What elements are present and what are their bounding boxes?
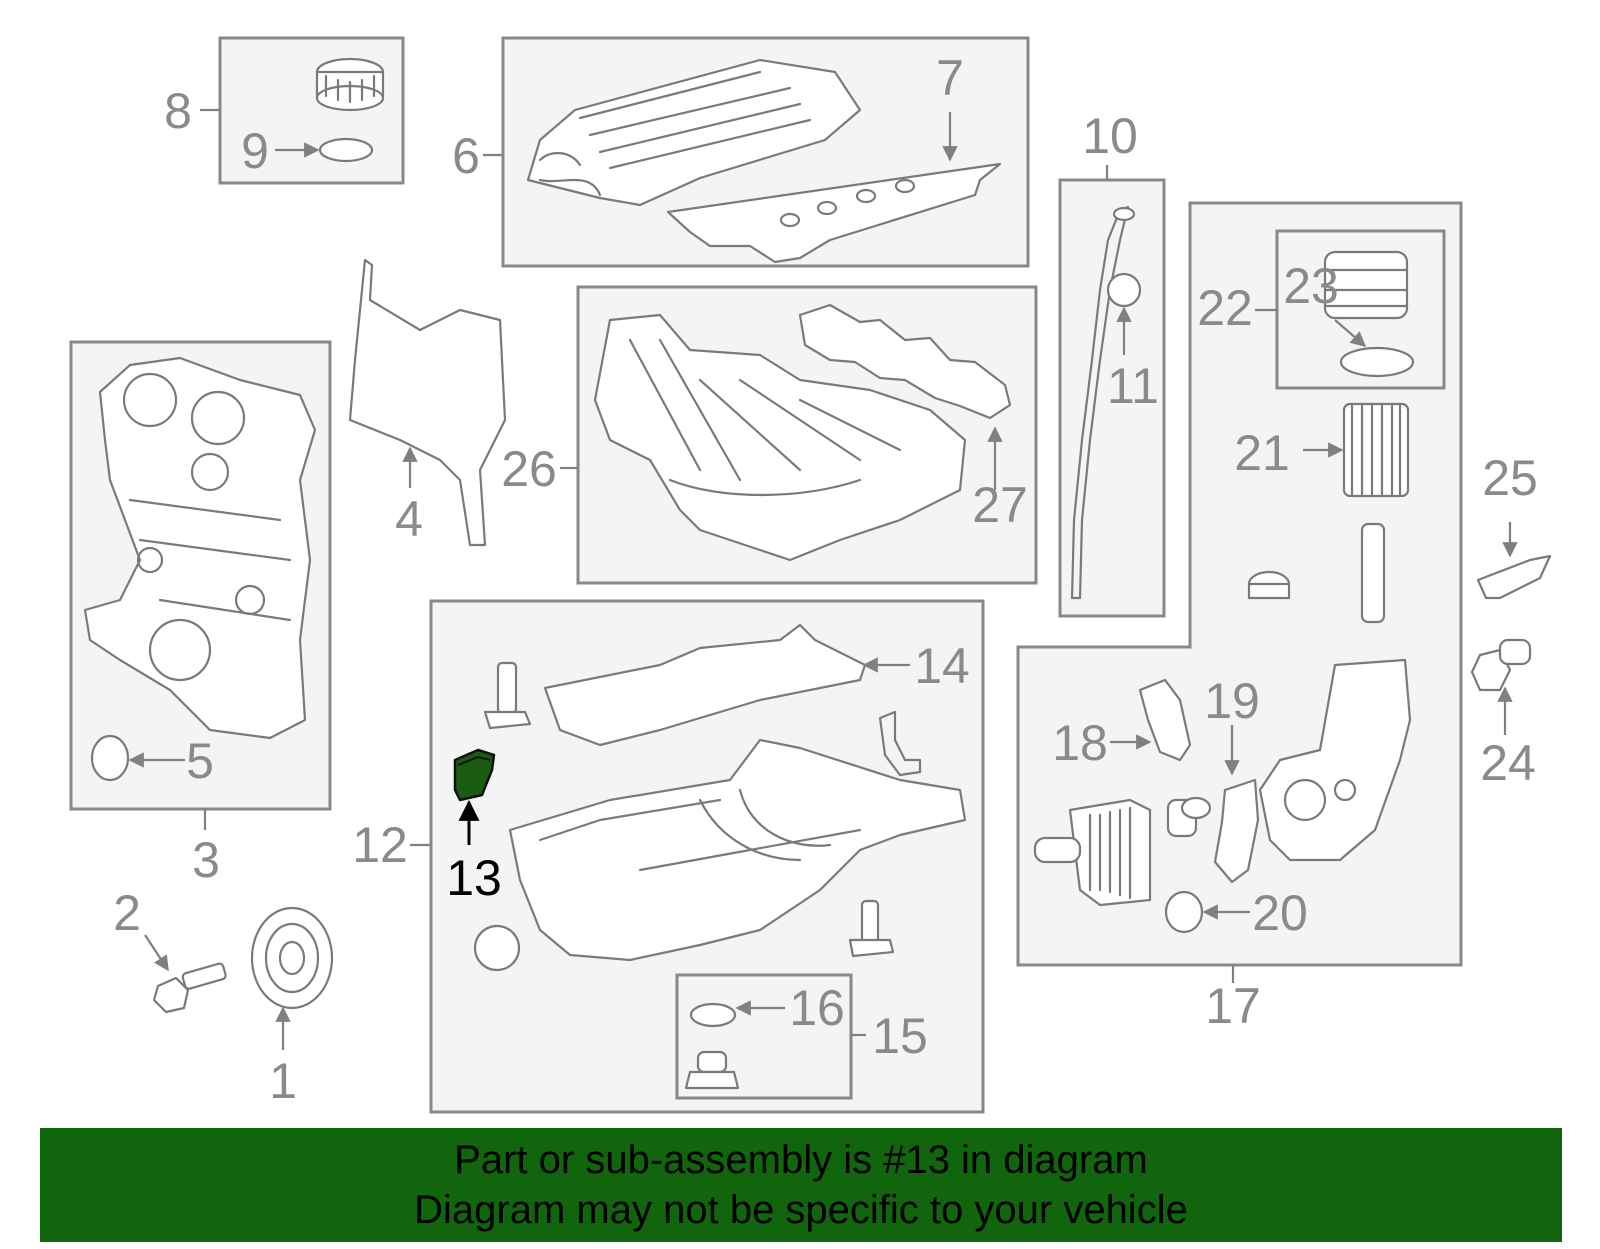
crankshaft-pulley [250,906,334,1010]
drain-fitting-24 [1470,638,1532,692]
callout-25: 25 [1482,450,1538,506]
notice-banner: Part or sub-assembly is #13 in diagram D… [40,1128,1562,1242]
intake-manifold-gasket [798,303,1012,420]
oil-filler-cap [315,57,385,112]
oil-filter-cap [1323,250,1409,320]
drain-plug [684,1050,740,1090]
callout-17: 17 [1205,978,1261,1034]
callout-15: 15 [872,1008,928,1064]
oil-filter [1342,402,1410,498]
notice-line-2: Diagram may not be specific to your vehi… [414,1188,1188,1232]
callout-24: 24 [1480,735,1536,791]
callout-22: 22 [1197,280,1253,336]
valve-cover [526,58,862,207]
oil-pan [508,738,967,962]
oil-filter-cap-seal [1339,346,1415,378]
oil-filter-stem [1360,522,1386,624]
o-ring-20 [1164,890,1204,934]
callout-4: 4 [395,491,423,547]
crankshaft-bolt [152,962,227,1014]
callout-26: 26 [501,441,557,497]
check-valve [1247,570,1291,600]
callout-18: 18 [1052,715,1108,771]
callout-14: 14 [914,638,970,694]
callout-12: 12 [352,817,408,873]
cap-seal [318,137,374,163]
notice-line-1: Part or sub-assembly is #13 in diagram [454,1138,1148,1182]
callout-27: 27 [972,477,1028,533]
callout-19: 19 [1204,673,1260,729]
callout-9: 9 [241,123,269,179]
callout-labels: 1 2 3 4 5 6 7 8 9 10 11 12 13 14 15 16 1… [113,50,1538,1109]
callout-1: 1 [269,1053,297,1109]
oil-pickup-tube [878,710,922,777]
housing-gasket-19 [1213,778,1260,884]
housing-gasket-18 [1138,678,1192,762]
callout-7: 7 [936,50,964,106]
callout-8: 8 [164,83,192,139]
dipstick [1070,205,1130,600]
oil-pressure-switch [1476,554,1552,600]
callout-3: 3 [192,832,220,888]
intake-manifold [593,313,967,562]
oil-pan-bolt-bottom [848,899,895,958]
highlighted-part-13-rim [457,755,491,766]
dipstick-loop [1112,206,1136,222]
callout-6: 6 [452,128,480,184]
callout-10: 10 [1082,108,1138,164]
callout-5: 5 [186,733,214,789]
group-box-10 [1058,178,1166,618]
drain-plug-seal [689,1002,737,1028]
callout-16: 16 [789,980,845,1036]
connector-fitting [1166,796,1212,838]
oil-filter-housing [1258,658,1412,862]
engine-front-cover [83,356,317,740]
oil-pan-bolt-top [483,661,532,730]
front-cover-gasket [348,258,507,547]
front-seal [90,734,130,782]
callout-11: 11 [1107,358,1159,414]
callout-2: 2 [113,885,141,941]
oil-cooler [1033,798,1152,907]
valve-cover-gasket [666,162,1002,264]
callout-23: 23 [1283,258,1339,314]
callout-13: 13 [446,850,502,906]
callout-21: 21 [1234,425,1290,481]
oil-pan-seal [473,924,521,972]
dipstick-o-ring [1106,272,1142,308]
callout-20: 20 [1252,885,1308,941]
leader-lines [128,108,1518,1050]
